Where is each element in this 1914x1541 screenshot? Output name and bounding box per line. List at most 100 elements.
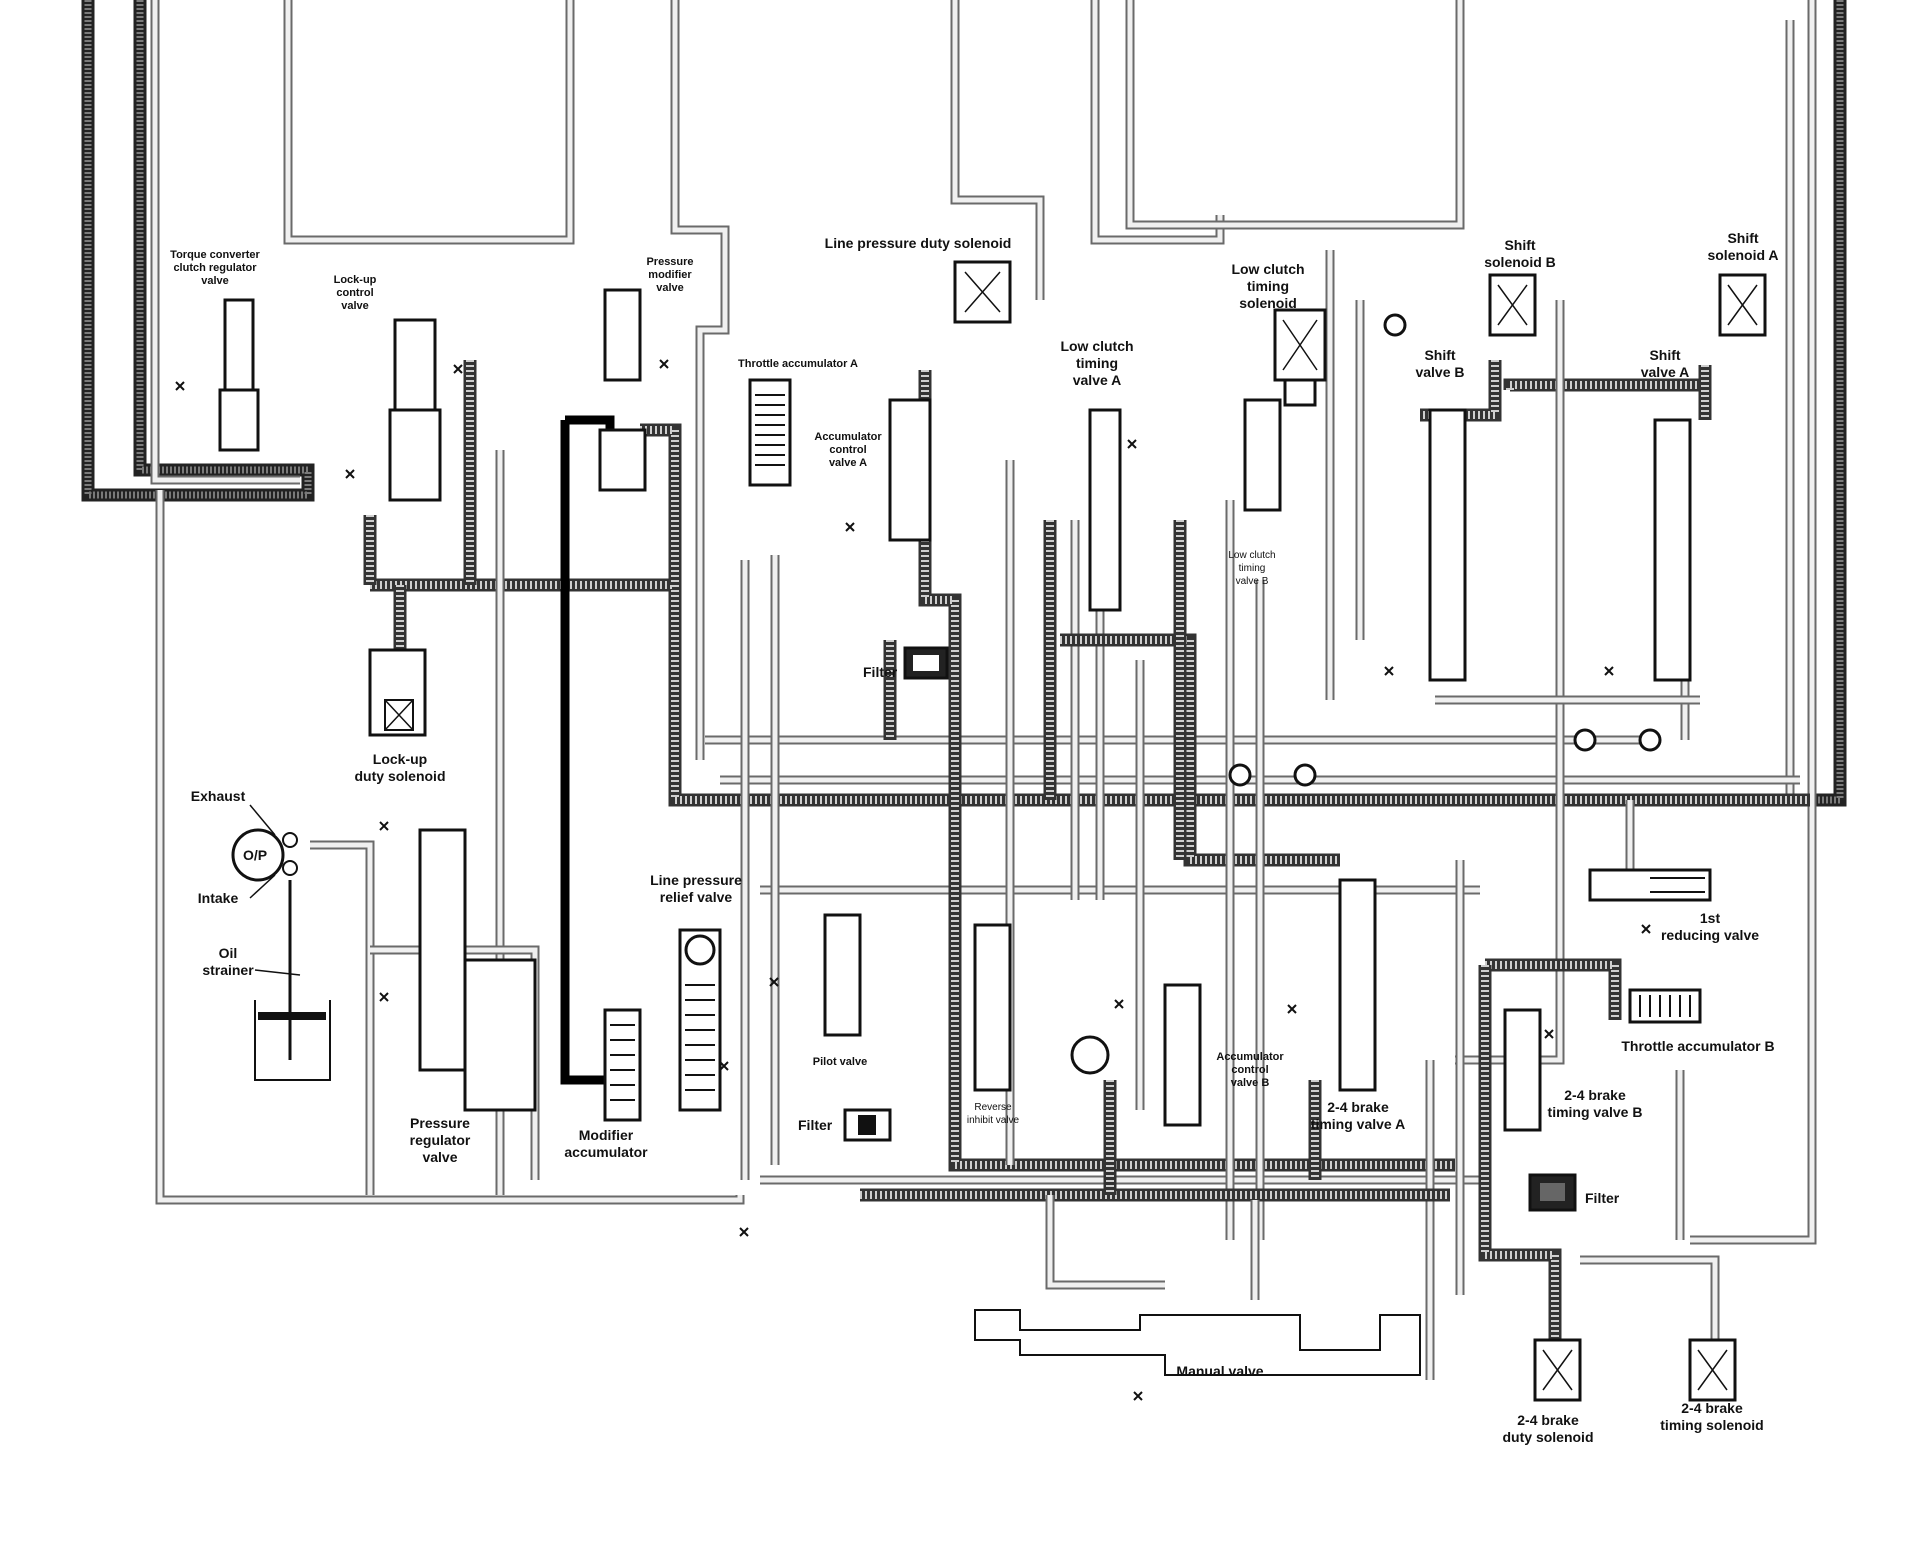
svg-text:reducing valve: reducing valve: [1661, 927, 1759, 943]
pressure-regulator-valve-body: [418, 828, 467, 1072]
svg-text:Oil: Oil: [219, 945, 238, 961]
svg-text:Reverse: Reverse: [974, 1102, 1012, 1113]
label-shift-solenoid-a: Shift solenoid A: [1707, 230, 1778, 263]
labels: Torque converter clutch regulator valve …: [170, 230, 1778, 1445]
label-low-clutch-timing-valve-a: Low clutch timing valve A: [1060, 338, 1133, 388]
label-low-clutch-timing-solenoid: Low clutch timing solenoid: [1231, 261, 1304, 311]
label-modifier-accumulator: Modifier accumulator: [564, 1127, 648, 1160]
pilot-valve-body: [823, 913, 862, 1037]
throttle-accumulator-b-body: [1628, 988, 1702, 1024]
brake-timing-valve-b-body: [1503, 1008, 1542, 1132]
throttle-accumulator-a-body: [748, 378, 792, 487]
modifier-accumulator-body: [603, 1008, 642, 1122]
label-accumulator-control-valve-a: Accumulator control valve A: [814, 431, 882, 469]
svg-text:Lock-up: Lock-up: [373, 751, 427, 767]
svg-text:inhibit valve: inhibit valve: [967, 1115, 1020, 1126]
svg-text:timing valve B: timing valve B: [1548, 1104, 1643, 1120]
label-line-pressure-duty-solenoid: Line pressure duty solenoid: [825, 235, 1012, 251]
label-brake-timing-valve-b: 2-4 brake timing valve B: [1548, 1087, 1643, 1120]
svg-text:valve B: valve B: [1236, 576, 1269, 587]
low-clutch-timing-valve-b-body: [1243, 398, 1282, 512]
svg-text:duty solenoid: duty solenoid: [1503, 1429, 1594, 1445]
svg-text:solenoid B: solenoid B: [1484, 254, 1556, 270]
svg-text:Pressure: Pressure: [646, 256, 693, 268]
svg-text:Line pressure: Line pressure: [650, 872, 742, 888]
svg-text:Shift: Shift: [1649, 347, 1680, 363]
svg-text:clutch regulator: clutch regulator: [173, 262, 257, 274]
svg-text:strainer: strainer: [202, 962, 254, 978]
svg-text:valve B: valve B: [1415, 364, 1464, 380]
label-intake: Intake: [198, 890, 239, 906]
svg-text:control: control: [829, 444, 866, 456]
label-brake-duty-solenoid: 2-4 brake duty solenoid: [1503, 1412, 1594, 1445]
label-shift-valve-a: Shift valve A: [1641, 347, 1690, 380]
label-manual-valve: Manual valve: [1176, 1363, 1263, 1379]
label-exhaust: Exhaust: [191, 788, 246, 804]
passages: [81, 0, 1847, 1380]
label-filter-lower: Filter: [798, 1117, 833, 1133]
svg-text:modifier: modifier: [648, 269, 692, 281]
label-torque-converter-clutch-regulator-valve: Torque converter clutch regulator valve: [170, 249, 260, 287]
svg-text:2-4 brake: 2-4 brake: [1517, 1412, 1579, 1428]
svg-text:timing valve A: timing valve A: [1311, 1116, 1405, 1132]
label-throttle-accumulator-a: Throttle accumulator A: [738, 358, 858, 370]
svg-text:timing: timing: [1239, 563, 1266, 574]
label-op: O/P: [243, 847, 267, 863]
shift-solenoid-a-body: [1718, 273, 1767, 337]
label-shift-solenoid-b: Shift solenoid B: [1484, 237, 1556, 270]
svg-text:Pressure: Pressure: [410, 1115, 470, 1131]
svg-text:solenoid A: solenoid A: [1707, 247, 1778, 263]
brake-timing-valve-a-body: [1338, 878, 1377, 1092]
first-reducing-valve-body: [1588, 868, 1712, 902]
svg-text:2-4 brake: 2-4 brake: [1564, 1087, 1626, 1103]
label-filter-upper: Filter: [863, 664, 898, 680]
accumulator-control-valve-a-body: [888, 398, 932, 542]
svg-text:Torque converter: Torque converter: [170, 249, 260, 261]
reverse-inhibit-valve-body: [973, 923, 1012, 1092]
svg-text:control: control: [336, 287, 373, 299]
svg-text:timing: timing: [1247, 278, 1289, 294]
low-clutch-timing-valve-a-body: [1088, 408, 1122, 612]
svg-text:valve A: valve A: [1641, 364, 1690, 380]
svg-text:valve: valve: [341, 300, 369, 312]
label-pilot-valve: Pilot valve: [813, 1056, 867, 1068]
label-lock-up-duty-solenoid: Lock-up duty solenoid: [355, 751, 446, 784]
label-1st-reducing-valve: 1st reducing valve: [1661, 910, 1759, 943]
label-low-clutch-timing-valve-b: Low clutch timing valve B: [1228, 550, 1275, 587]
svg-text:control: control: [1231, 1064, 1268, 1076]
manual-valve-body: [974, 1309, 1421, 1376]
svg-text:Accumulator: Accumulator: [814, 431, 882, 443]
torque-converter-valve-body: [223, 298, 255, 392]
svg-text:Shift: Shift: [1727, 230, 1758, 246]
pressure-modifier-valve-body: [603, 288, 642, 382]
svg-text:Low clutch: Low clutch: [1231, 261, 1304, 277]
svg-text:Shift: Shift: [1504, 237, 1535, 253]
label-line-pressure-relief-valve: Line pressure relief valve: [650, 872, 742, 905]
svg-text:valve A: valve A: [1073, 372, 1122, 388]
components: [175, 260, 1767, 1402]
svg-text:2-4 brake: 2-4 brake: [1681, 1400, 1743, 1416]
svg-text:valve: valve: [422, 1149, 457, 1165]
lock-up-control-valve-body: [393, 318, 437, 412]
svg-text:Shift: Shift: [1424, 347, 1455, 363]
svg-text:duty solenoid: duty solenoid: [355, 768, 446, 784]
label-shift-valve-b: Shift valve B: [1415, 347, 1464, 380]
label-brake-timing-valve-a: 2-4 brake timing valve A: [1311, 1099, 1405, 1132]
label-pressure-modifier-valve: Pressure modifier valve: [646, 256, 693, 294]
brake-duty-solenoid-body: [1533, 1338, 1582, 1402]
label-oil-strainer: Oil strainer: [202, 945, 254, 978]
svg-text:1st: 1st: [1700, 910, 1721, 926]
svg-text:valve A: valve A: [829, 457, 867, 469]
svg-text:2-4 brake: 2-4 brake: [1327, 1099, 1389, 1115]
shift-valve-a-body: [1653, 418, 1692, 682]
label-accumulator-control-valve-b: Accumulator control valve B: [1216, 1051, 1284, 1089]
oil-pan: [254, 1000, 331, 1081]
svg-text:valve B: valve B: [1231, 1077, 1270, 1089]
label-throttle-accumulator-b: Throttle accumulator B: [1621, 1038, 1774, 1054]
svg-text:accumulator: accumulator: [564, 1144, 648, 1160]
svg-text:valve: valve: [201, 275, 229, 287]
label-brake-timing-solenoid: 2-4 brake timing solenoid: [1660, 1400, 1763, 1433]
svg-text:timing solenoid: timing solenoid: [1660, 1417, 1763, 1433]
svg-text:valve: valve: [656, 282, 684, 294]
